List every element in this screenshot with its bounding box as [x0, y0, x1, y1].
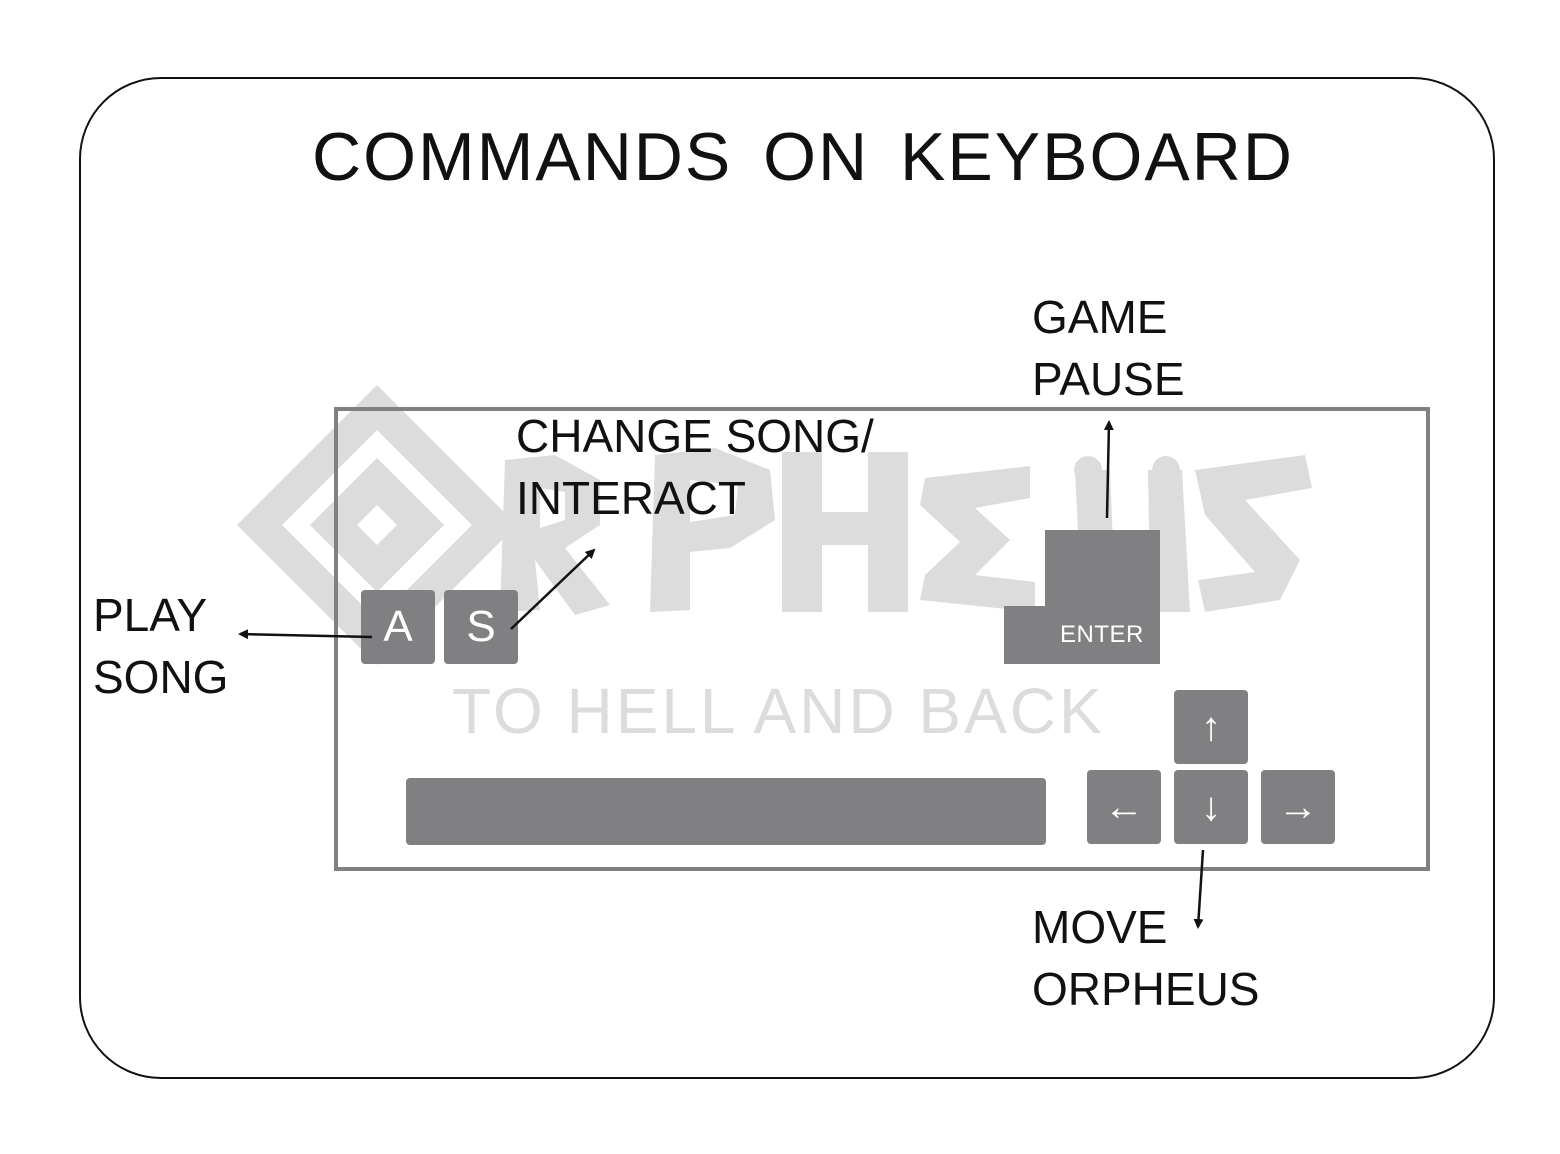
- instructions-frame: [79, 77, 1495, 1079]
- arrow-to-change-song: [510, 548, 596, 630]
- key-enter-label: ENTER: [1060, 621, 1144, 648]
- label-move-orpheus-line1: MOVE: [1032, 901, 1168, 953]
- key-a: A: [361, 590, 435, 664]
- label-play-song: PLAY SONG: [93, 584, 228, 708]
- label-play-song-line2: SONG: [93, 651, 229, 703]
- arrow-left-icon: ←: [1104, 784, 1144, 829]
- label-move-orpheus-line2: ORPHEUS: [1032, 963, 1260, 1015]
- key-a-label: A: [383, 602, 413, 651]
- arrow-right-icon: →: [1278, 784, 1318, 829]
- key-up: ↑: [1174, 690, 1248, 764]
- key-spacebar: [406, 778, 1046, 845]
- key-left: ←: [1087, 770, 1161, 844]
- label-change-song-line2: INTERACT: [516, 472, 746, 524]
- label-game-pause: GAME PAUSE: [1032, 286, 1185, 410]
- key-right: →: [1261, 770, 1335, 844]
- arrow-down-icon: ↓: [1201, 784, 1221, 829]
- label-change-song-line1: CHANGE SONG/: [516, 410, 874, 462]
- watermark-subtitle: TO HELL AND BACK: [452, 675, 1105, 747]
- label-move-orpheus: MOVE ORPHEUS: [1032, 896, 1259, 1020]
- label-game-pause-line1: GAME: [1032, 291, 1168, 343]
- page-title: COMMANDS ON KEYBOARD: [312, 119, 1294, 195]
- arrow-to-play-song: [238, 629, 373, 640]
- arrow-up-icon: ↑: [1201, 704, 1221, 749]
- key-s-label: S: [466, 602, 496, 651]
- key-down: ↓: [1174, 770, 1248, 844]
- arrow-to-move-orpheus: [1193, 849, 1205, 929]
- arrow-to-game-pause: [1103, 420, 1114, 519]
- key-s: S: [444, 590, 518, 664]
- label-play-song-line1: PLAY: [93, 589, 208, 641]
- keyboard-outline: [334, 407, 1430, 871]
- label-change-song: CHANGE SONG/ INTERACT: [516, 405, 874, 529]
- label-game-pause-line2: PAUSE: [1032, 353, 1185, 405]
